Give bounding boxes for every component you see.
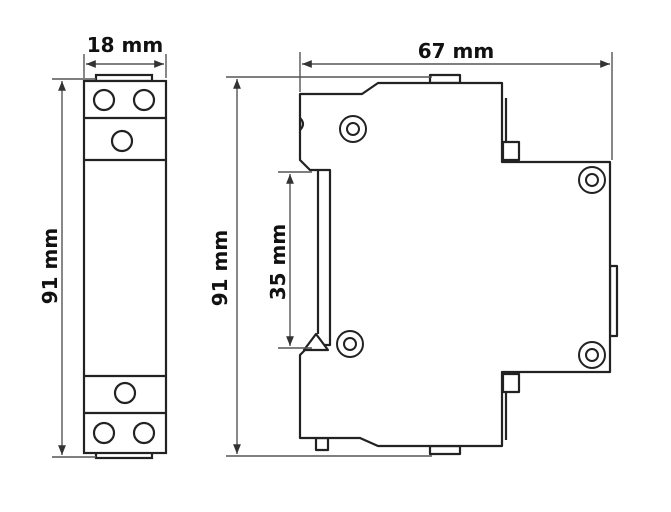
front-screw-top-left [92,88,116,112]
side-body-outline [298,81,612,448]
front-view [82,73,168,460]
rail-height-label: 35 mm [266,224,290,300]
front-width-dimension [83,54,167,78]
front-screw-bottom-center [113,381,137,405]
front-height-label: 91 mm [38,228,62,304]
front-width-label: 18 mm [87,33,163,57]
side-screw-top-left [339,115,367,143]
side-lower-tab [501,372,521,394]
side-screw-bottom-right [578,341,606,369]
front-screw-top-center [110,129,134,153]
front-screw-bottom-right [132,421,156,445]
side-screw-bottom-left [336,330,364,358]
side-screw-top-right [578,166,606,194]
side-upper-tab [501,140,521,162]
rail-height-dimension [278,171,312,349]
side-top-tab [428,73,462,85]
side-width-dimension [299,52,613,160]
rail-clip [302,332,330,352]
side-bottom-foot-left [314,436,330,452]
side-width-label: 67 mm [418,39,494,63]
front-screw-bottom-left [92,421,116,445]
front-screw-top-right [132,88,156,112]
side-height-label: 91 mm [208,230,232,306]
side-height-dimension [226,76,432,457]
side-bottom-tab [428,444,462,456]
side-screws [336,115,606,369]
side-view [298,73,619,456]
front-height-dimension [52,78,96,458]
